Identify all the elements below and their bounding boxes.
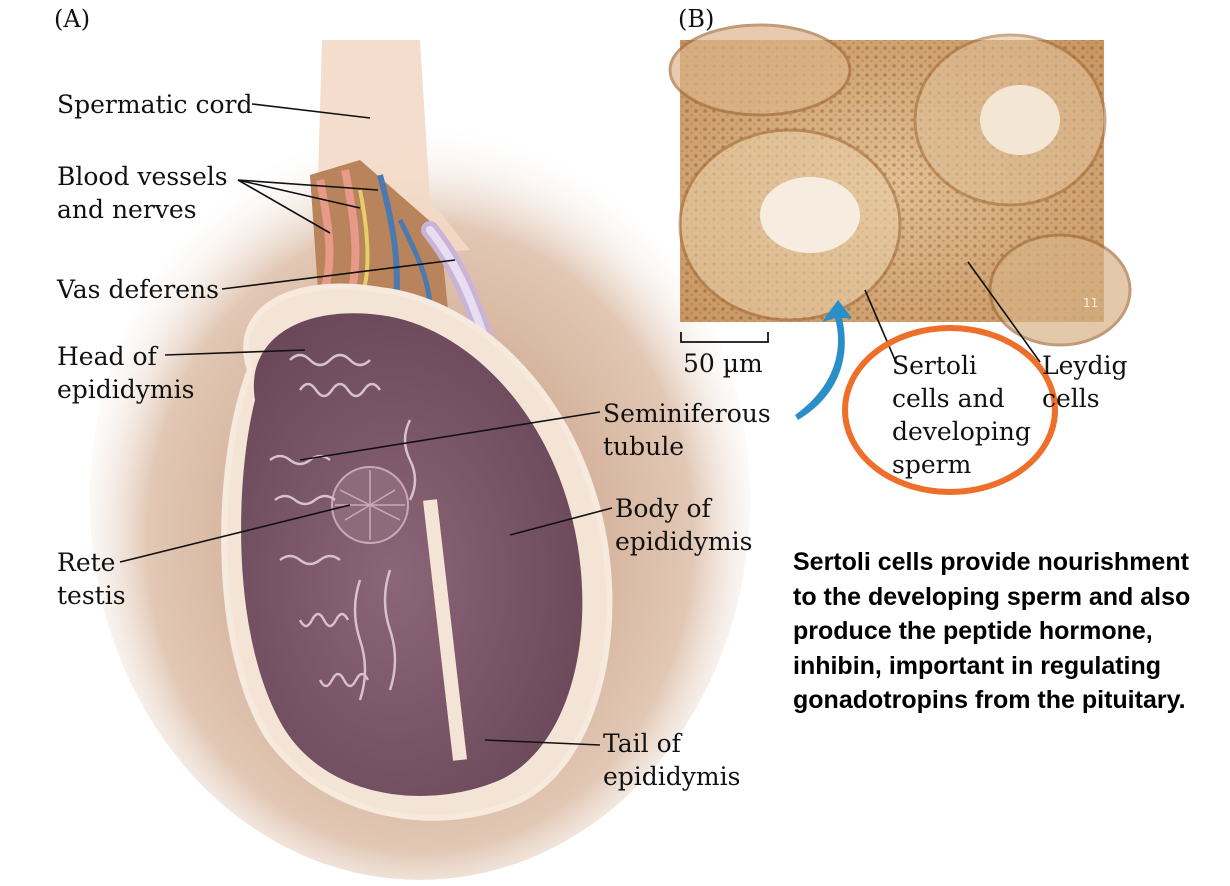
label-body-epididymis: epididymis [615, 527, 753, 556]
label-tail-of: Tail of [603, 729, 681, 758]
label-spermatic-cord: Spermatic cord [57, 90, 253, 119]
label-sperm: sperm [892, 450, 972, 479]
label-leydig: Leydig [1042, 351, 1128, 380]
label-sertoli: Sertoli [892, 351, 977, 380]
scale-bar-label: 50 µm [683, 349, 763, 378]
scale-bar [680, 332, 769, 343]
label-developing: developing [892, 417, 1031, 446]
label-testis: testis [57, 581, 126, 610]
label-head-of: Head of [57, 342, 157, 371]
panel-a-tag: (A) [54, 5, 91, 33]
label-body-of: Body of [615, 494, 711, 523]
label-seminiferous: Seminiferous [603, 399, 771, 428]
micrograph-number: 11 [1083, 296, 1099, 310]
label-head-epididymis: epididymis [57, 375, 195, 404]
label-leydig-cells: cells [1042, 384, 1100, 413]
sertoli-note: Sertoli cells provide nourishment to the… [793, 548, 1191, 714]
label-tail-epididymis: epididymis [603, 762, 741, 791]
label-and-nerves: and nerves [57, 195, 197, 224]
label-blood-vessels: Blood vessels [57, 162, 228, 191]
label-vas-deferens: Vas deferens [57, 275, 219, 304]
panel-b-tag: (B) [678, 5, 715, 33]
testis-body [241, 313, 583, 796]
label-cells-and: cells and [892, 384, 1005, 413]
label-rete: Rete [57, 548, 116, 577]
blue-arrow [795, 300, 852, 420]
label-tubule: tubule [603, 432, 685, 461]
highlight-circle [842, 325, 1058, 495]
